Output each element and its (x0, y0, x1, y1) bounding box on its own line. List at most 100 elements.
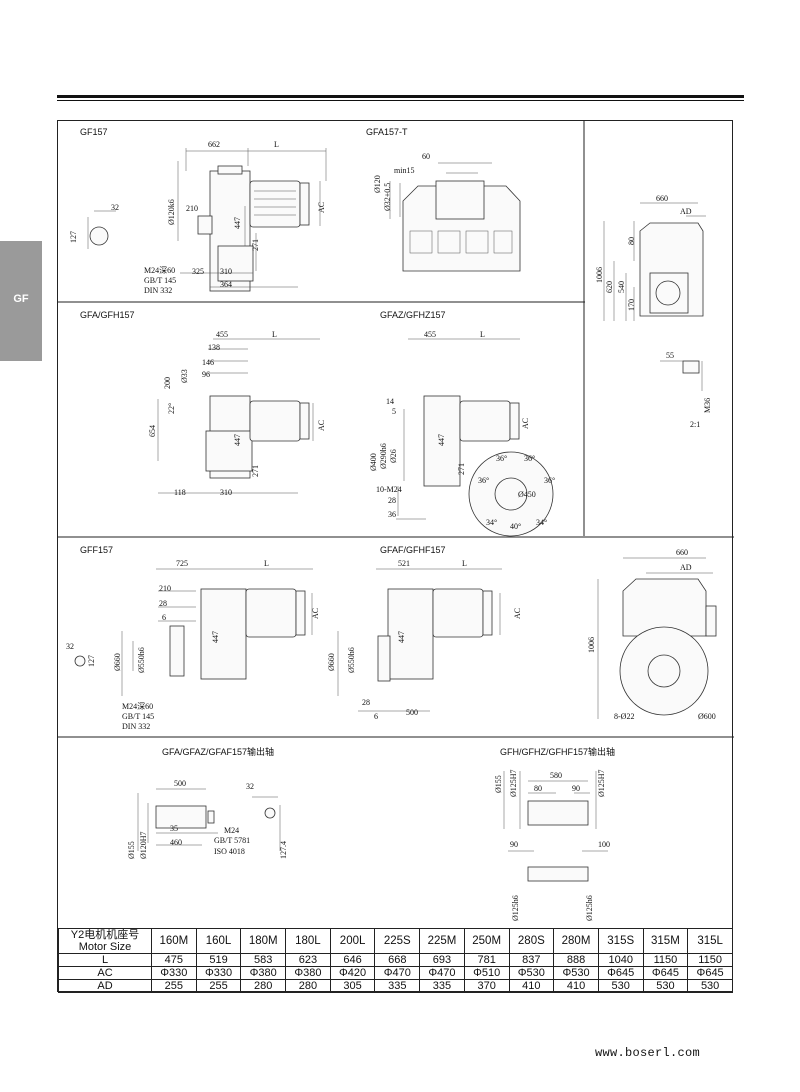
dim-gfaf-6: 6 (374, 712, 378, 721)
dim-sa-155: Ø155 (127, 841, 136, 859)
dim-gfa-96: 96 (202, 370, 210, 379)
dim-sh-100: 100 (598, 840, 610, 849)
dim-gf157-l: L (274, 140, 279, 149)
dim-gfa-200: 200 (163, 377, 172, 389)
dim-gf157-447: 447 (233, 217, 242, 229)
dim-rt-540: 540 (617, 281, 626, 293)
footer-url[interactable]: www.boserl.com (595, 1046, 701, 1060)
panel-title-gf157: GF157 (80, 127, 108, 137)
drawing-sheet: GF157 (57, 120, 734, 993)
dim-gfaz-14: 14 (386, 397, 394, 406)
dim-gfaf-550: Ø550h6 (347, 647, 356, 673)
table-row: L 475 519 583 623 646 668 693 781 837 88… (58, 953, 733, 967)
dim-gf157-shaft-dia: Ø120k6 (167, 199, 176, 225)
dim-gfaz-271: 271 (457, 463, 466, 475)
dim-sh-155: Ø155 (494, 775, 503, 793)
panel-title-gff157: GFF157 (80, 545, 113, 555)
dim-sa-32: 32 (246, 782, 254, 791)
dim-rb-8-22: 8-Ø22 (614, 712, 634, 721)
dim-gfaf-l: L (462, 559, 467, 568)
dim-gfa-310: 310 (220, 488, 232, 497)
dim-gfaz-26: Ø26 (389, 449, 398, 463)
table-cell: 1040 (597, 953, 644, 967)
dim-sh-125c: Ø125h6 (511, 895, 520, 921)
dim-gf157-271: 271 (251, 239, 260, 251)
dim-gf157-ac: AC (317, 202, 326, 213)
dim-sh-125d: Ø125h6 (585, 895, 594, 921)
side-tab-label: GF (13, 293, 29, 305)
dim-gfa157t-32: Ø32+0.5 (383, 183, 392, 211)
dim-gfaf-ac: AC (513, 608, 522, 619)
size-cell: 225S (374, 928, 421, 954)
dim-gf157-210: 210 (186, 204, 198, 213)
drawing-gff157: GFF157 725 L 210 28 6 AC 447 32 127 (66, 545, 320, 731)
dim-gfaf-521: 521 (398, 559, 410, 568)
dim-gfaz-28: 28 (388, 496, 396, 505)
dim-sh-80: 80 (534, 784, 542, 793)
drawing-gfaf-gfhf157: GFAF/GFHF157 521 L AC 447 Ø660 Ø550h6 28… (327, 545, 522, 721)
table-cell: 335 (419, 979, 465, 993)
dim-rt-660: 660 (656, 194, 668, 203)
table-cell: Φ645 (597, 966, 644, 980)
dim-gfaz-36deg-a: 36° (496, 454, 507, 463)
table-header-row: Y2电机机座号 Motor Size 160M 160L 180M 180L 2… (58, 928, 733, 954)
dim-gfa-22deg: 22° (167, 403, 176, 414)
size-cell: 315S (597, 928, 644, 954)
table-cell: 530 (642, 979, 689, 993)
dim-rt-55: 55 (666, 351, 674, 360)
table-cell: 623 (285, 953, 331, 967)
table-cell: Φ330 (151, 966, 197, 980)
dim-gfaz-36deg-b: 36° (524, 454, 535, 463)
size-cell: 180L (285, 928, 331, 954)
table-cell: Φ380 (285, 966, 331, 980)
header-rule-thin (57, 100, 744, 101)
drawing-gf157: GF157 (69, 127, 327, 295)
dim-gfaz-l: L (480, 330, 485, 339)
drawing-gfa-gfh157: GFA/GFH157 455 L 138 146 96 Ø33 200 22° … (80, 310, 326, 497)
dim-gfaz-ac: AC (521, 418, 530, 429)
size-cell: 250M (463, 928, 510, 954)
dim-sa-127: 127.4 (279, 841, 288, 859)
dim-gfaz-290: Ø290h6 (379, 443, 388, 469)
dim-sh-90a: 90 (572, 784, 580, 793)
table-cell: 255 (151, 979, 197, 993)
dim-gfaz-5: 5 (392, 407, 396, 416)
dim-gff-6: 6 (162, 613, 166, 622)
motor-size-table: Y2电机机座号 Motor Size 160M 160L 180M 180L 2… (58, 928, 733, 993)
dim-gfaz-34deg-b: 34° (536, 518, 547, 527)
dim-gfa-455: 455 (216, 330, 228, 339)
table-cell: 837 (508, 953, 555, 967)
drawing-shaft-h: GFH/GFHZ/GFHF157输出轴 580 80 90 Ø155 Ø125H… (494, 746, 615, 921)
table-cell: 280 (240, 979, 287, 993)
dim-gfa157t-120: Ø120 (373, 175, 382, 193)
dim-sa-120: Ø120H7 (139, 831, 148, 859)
table-cell: 410 (508, 979, 555, 993)
dim-gf157-gbt: GB/T 145 (144, 276, 176, 285)
dim-gfaz-36deg-c: 36° (478, 476, 489, 485)
size-cell: 200L (329, 928, 376, 954)
drawing-right-bottom: 660 AD 1006 8-Ø22 Ø600 (587, 548, 717, 721)
dim-sh-125b: Ø125H7 (597, 769, 606, 797)
drawing-gfaz-gfhz157: GFAZ/GFHZ157 455 L 14 5 AC 447 Ø400 Ø290… (369, 310, 555, 537)
dim-gfa-146: 146 (202, 358, 214, 367)
header-label-en: Motor Size (78, 941, 132, 953)
table-cell: 693 (419, 953, 465, 967)
row-label: AD (58, 979, 152, 993)
dim-gf157-din: DIN 332 (144, 286, 172, 295)
side-tab-gf[interactable]: GF (0, 241, 42, 361)
dim-gfa157t-60: 60 (422, 152, 430, 161)
dim-gfaz-34deg-a: 34° (486, 518, 497, 527)
dim-gf157-127: 127 (69, 231, 78, 243)
dim-gfaz-450: Ø450 (518, 490, 536, 499)
size-cell: 315L (687, 928, 733, 954)
table-cell: 519 (195, 953, 242, 967)
panel-title-shaft-a: GFA/GFAZ/GFAF157输出轴 (162, 746, 274, 757)
table-cell: 370 (463, 979, 510, 993)
dim-sh-125a: Ø125H7 (509, 769, 518, 797)
size-cell: 180M (240, 928, 287, 954)
dim-gfaz-447: 447 (437, 434, 446, 446)
table-cell: Φ645 (642, 966, 689, 980)
drawing-gfa157t: GFA157-T 60 min15 Ø120 Ø32+0.5 (366, 127, 521, 272)
size-cell: 280S (508, 928, 555, 954)
dim-gfaz-10m24: 10-M24 (376, 485, 402, 494)
